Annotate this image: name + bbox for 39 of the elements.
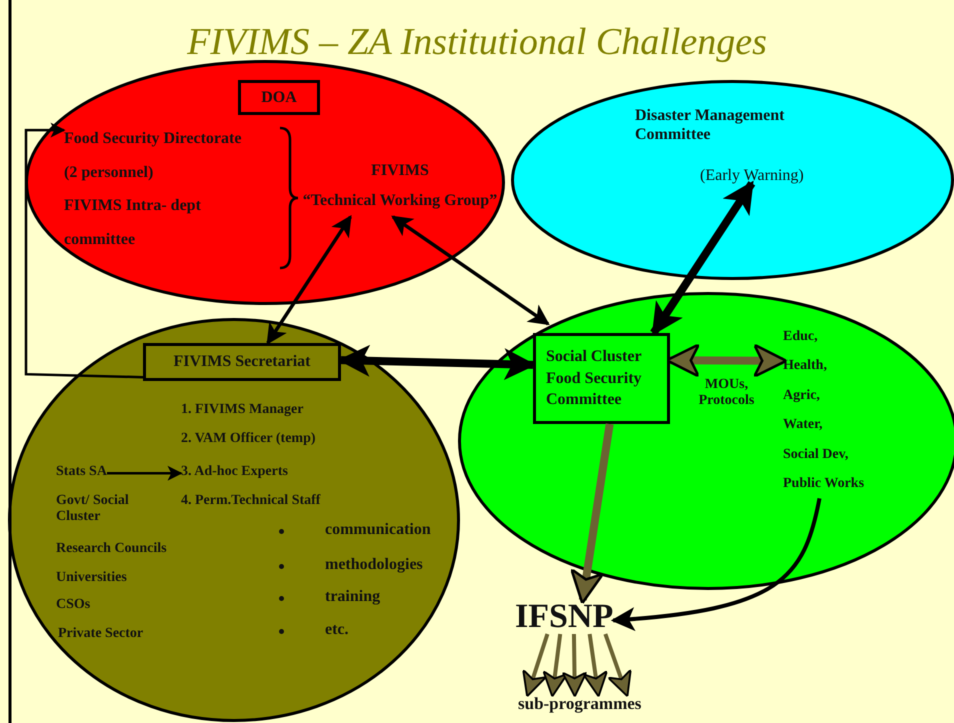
ellipse-region: Disaster Management Committee (Early Warning) xyxy=(511,80,954,280)
arrow xyxy=(522,633,550,698)
arrow xyxy=(266,215,352,345)
text-label: 1. FIVIMS Manager xyxy=(181,402,304,418)
edge-label: MOUs, Protocols xyxy=(698,376,756,409)
arrow xyxy=(106,466,182,481)
text-label: Research Councils xyxy=(56,541,167,557)
text-label: etc. xyxy=(325,621,349,639)
ellipse-region xyxy=(25,60,505,305)
text-label: 4. Perm.Technical Staff xyxy=(181,493,320,509)
arrow xyxy=(604,633,632,698)
text-label: training xyxy=(325,588,380,606)
text-label: Universities xyxy=(56,570,127,586)
text-label: methodologies xyxy=(325,556,423,574)
text-label: CSOs xyxy=(56,597,90,613)
text-label: sub-programmes xyxy=(518,694,642,714)
text-label: 2. VAM Officer (temp) xyxy=(181,431,316,447)
text-label: Govt/ Social Cluster xyxy=(56,493,130,525)
text-label: communication xyxy=(325,521,431,539)
label-box: Social Cluster Food Security Committee xyxy=(533,333,670,424)
label-box: DOA xyxy=(238,80,320,115)
text-label: Food Security Directorate (2 personnel) FIVIMS Intra- dept committee xyxy=(64,122,256,256)
arrow xyxy=(610,498,822,631)
text-label: (Early Warning) xyxy=(700,166,804,186)
arrow xyxy=(570,423,614,604)
text-label: IFSNP xyxy=(515,600,614,634)
title: FIVIMS – ZA Institutional Challenges xyxy=(186,20,768,64)
arrow xyxy=(582,634,608,698)
text-label: Educ, Health, Agric, Water, Social Dev, Public Works xyxy=(783,322,864,498)
arrow xyxy=(650,180,756,336)
label-box: FIVIMS Secretariat xyxy=(143,343,341,381)
arrow xyxy=(562,634,588,698)
ellipse-region xyxy=(8,318,460,722)
ellipse-region xyxy=(458,292,954,590)
arrow xyxy=(391,215,550,326)
text-label: 3. Ad-hoc Experts xyxy=(181,464,288,481)
text-label: Private Sector xyxy=(58,626,144,642)
text-label: Stats SA xyxy=(56,464,107,481)
arrow xyxy=(24,122,144,378)
